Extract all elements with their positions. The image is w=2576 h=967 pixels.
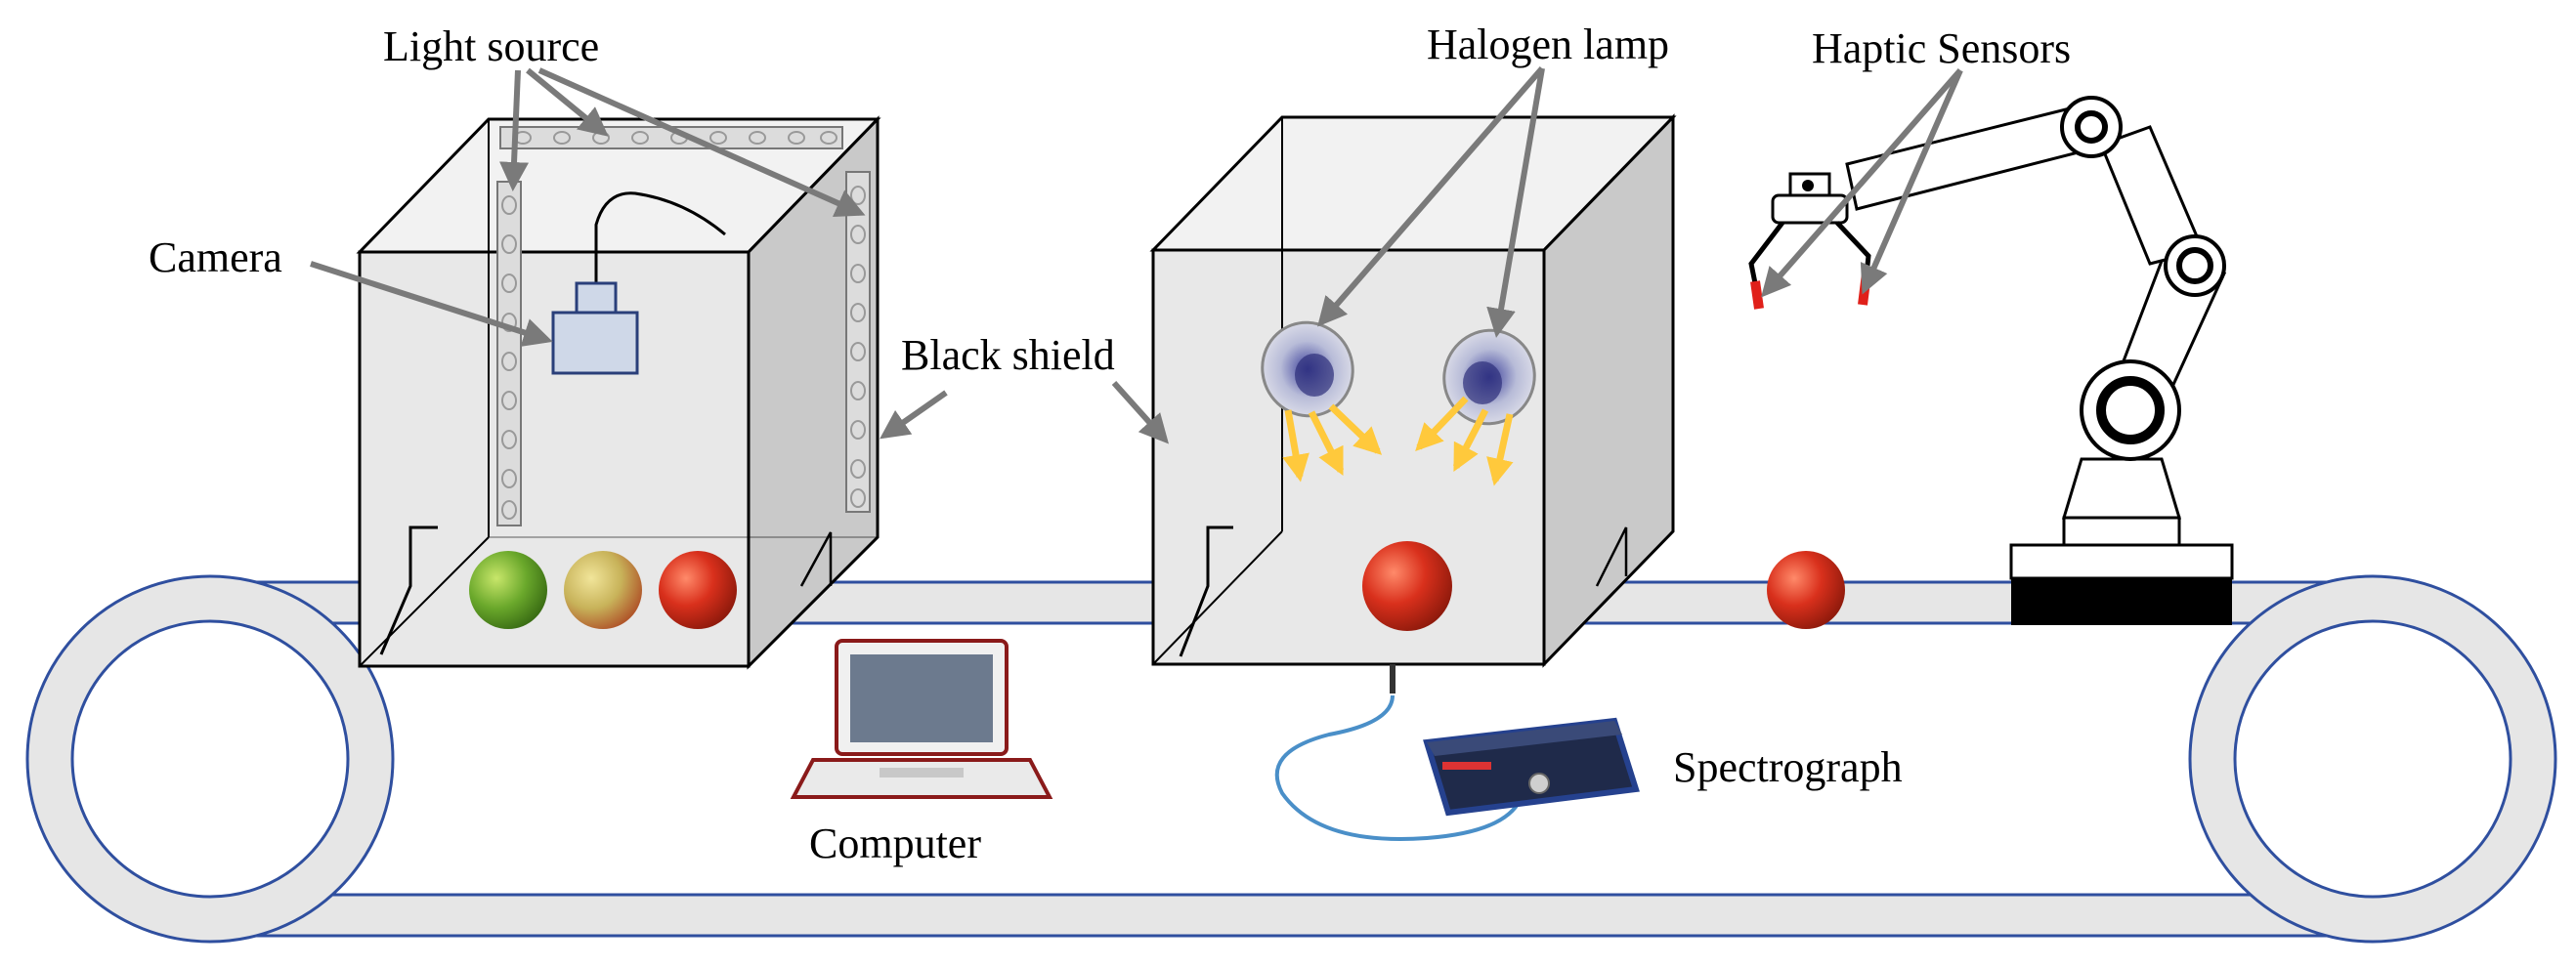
right-roller: [2188, 574, 2557, 944]
tomato-inspected: [1362, 541, 1452, 631]
label-light-source: Light source: [383, 22, 599, 70]
tomato-red: [659, 551, 737, 629]
camera-device: [551, 191, 726, 375]
pointer-arrows: [310, 66, 1963, 444]
label-computer: Computer: [809, 820, 981, 867]
spectroscopy-box: [1149, 113, 1677, 694]
light-strip-left: [496, 181, 522, 526]
light-rays: [1282, 396, 1514, 486]
left-roller: [25, 574, 395, 944]
halogen-lamp-left: [1261, 320, 1354, 418]
robot-arm: [1748, 96, 2234, 625]
label-camera: Camera: [149, 233, 282, 281]
tomato-turning: [564, 551, 642, 629]
label-haptic-sensors: Haptic Sensors: [1812, 24, 2071, 72]
tomato-sorted: [1767, 551, 1845, 629]
light-strip-right: [845, 171, 871, 513]
camera-box: [356, 115, 881, 670]
label-halogen-lamp: Halogen lamp: [1427, 21, 1669, 68]
conveyor-belt: [25, 574, 2557, 944]
label-black-shield: Black shield: [901, 331, 1115, 379]
laptop-computer: [790, 639, 1053, 799]
haptic-sensor-left: [1750, 280, 1764, 310]
label-spectrograph: Spectrograph: [1673, 743, 1903, 791]
tomato-green: [469, 551, 547, 629]
spectrograph-device: [1274, 694, 1640, 842]
